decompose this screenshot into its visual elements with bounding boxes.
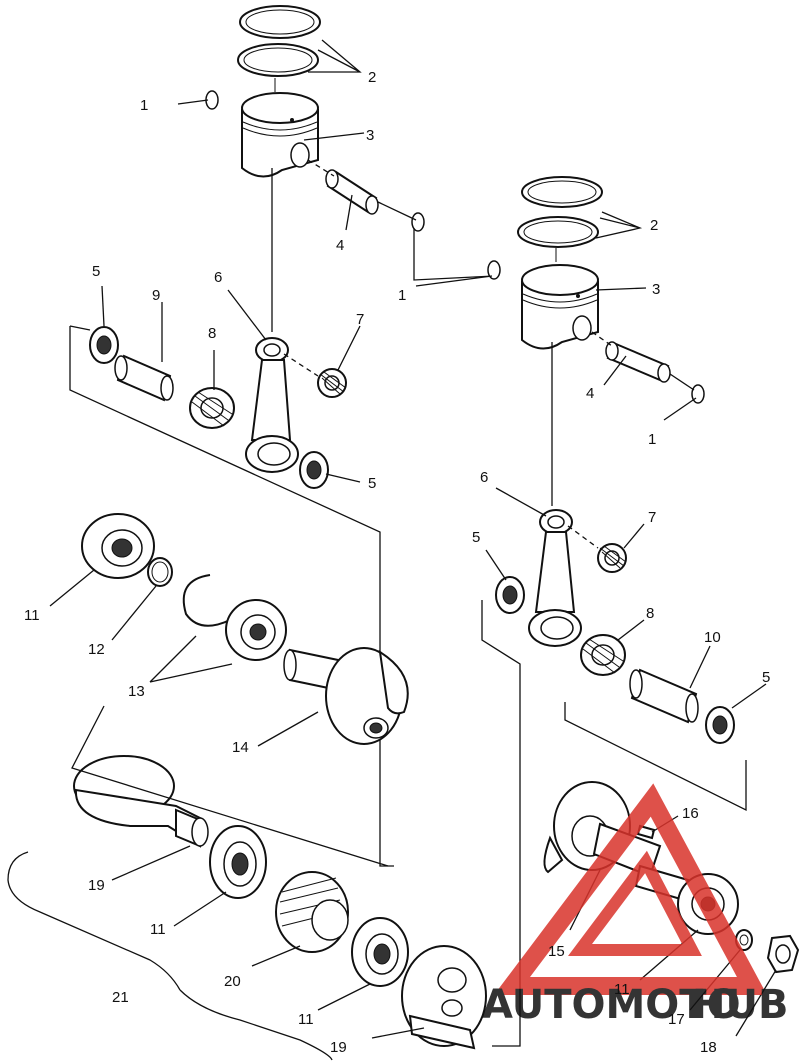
callout-label: 3: [366, 127, 374, 144]
connecting-rod-right: [528, 342, 582, 647]
callout-label: 4: [586, 385, 594, 402]
thrust-washer-left-b: [299, 451, 329, 489]
main-bearing-left-mid: [225, 599, 287, 661]
callout-label: 4: [336, 237, 344, 254]
connecting-rod-left: [245, 168, 299, 473]
callout-label: 21: [112, 989, 129, 1006]
callout-label: 17: [668, 1011, 685, 1028]
labyrinth-seal: [275, 871, 349, 953]
piston-rings-right: [517, 176, 603, 248]
callout-label: 20: [224, 973, 241, 990]
circlip-left-2: [411, 212, 425, 232]
callout-label: 2: [650, 217, 658, 234]
main-bearing-left-top: [81, 513, 155, 579]
callout-label: 11: [24, 607, 40, 624]
callout-label: 14: [232, 739, 249, 756]
crank-half-left: [283, 647, 409, 745]
crankpin-left: [114, 354, 174, 402]
snap-ring-left: [147, 557, 173, 587]
callout-label: 1: [648, 431, 656, 448]
callout-label: 18: [700, 1039, 717, 1056]
wrist-pin-right: [605, 341, 671, 383]
callout-label: 5: [472, 529, 480, 546]
watermark-text-auto: AUTOMOTO: [482, 982, 741, 1028]
callout-label: 12: [88, 641, 105, 658]
callout-label: 19: [88, 877, 105, 894]
piston-right: [521, 264, 599, 350]
needle-bearing-large-left: [189, 387, 235, 429]
thrust-washer-right-a: [495, 576, 525, 614]
callout-label: 5: [92, 263, 100, 280]
needle-bearing-small-right: [597, 543, 627, 573]
callout-label: 15: [548, 943, 565, 960]
callout-label: 7: [648, 509, 656, 526]
callout-label: 13: [128, 683, 145, 700]
callout-label: 8: [646, 605, 654, 622]
wrist-pin-left: [325, 169, 379, 215]
piston-assembly-left: [205, 5, 495, 281]
piston-left: [241, 92, 319, 178]
callout-label: 11: [298, 1011, 314, 1028]
hex-nut: [766, 934, 800, 974]
callout-label: 11: [150, 921, 166, 938]
callout-label: 3: [652, 281, 660, 298]
callout-labels: 2 1 3 4 2 1 3 4 1 5 9 6 7 8 5 6 7 5 8 10…: [24, 69, 770, 1056]
callout-label: 8: [208, 325, 216, 342]
callout-label: 1: [140, 97, 148, 114]
main-bearing-bottom-1: [209, 825, 267, 899]
crank-disc-bottom-left: [73, 755, 209, 848]
crankpin-right: [629, 668, 699, 724]
callout-label: 5: [368, 475, 376, 492]
callout-label: 6: [480, 469, 488, 486]
callout-label: 2: [368, 69, 376, 86]
crank-half-bottom: [401, 945, 487, 1050]
main-bearing-bottom-2: [351, 917, 409, 987]
needle-bearing-large-right: [580, 634, 626, 676]
thrust-washer-right-b: [705, 706, 735, 744]
circlip-right-1: [487, 260, 501, 280]
callout-label: 6: [214, 269, 222, 286]
callout-label: 10: [704, 629, 721, 646]
piston-rings-left: [237, 5, 321, 77]
needle-bearing-small-left: [317, 368, 347, 398]
callout-label: 19: [330, 1039, 347, 1056]
c-ring-left: [182, 574, 231, 627]
callout-label: 1: [398, 287, 406, 304]
thrust-washer-left-a: [89, 326, 119, 364]
piston-assembly-right: [487, 176, 705, 404]
watermark-text-hub: HUB: [692, 982, 788, 1028]
callout-label: 11: [614, 981, 630, 998]
callout-label: 16: [682, 805, 699, 822]
automotohub-watermark: AUTOMOTO HUB: [482, 783, 788, 1028]
callout-label: 5: [762, 669, 770, 686]
callout-label: 7: [356, 311, 364, 328]
callout-label: 9: [152, 287, 160, 304]
automotohub-logo-icon: [493, 783, 768, 995]
